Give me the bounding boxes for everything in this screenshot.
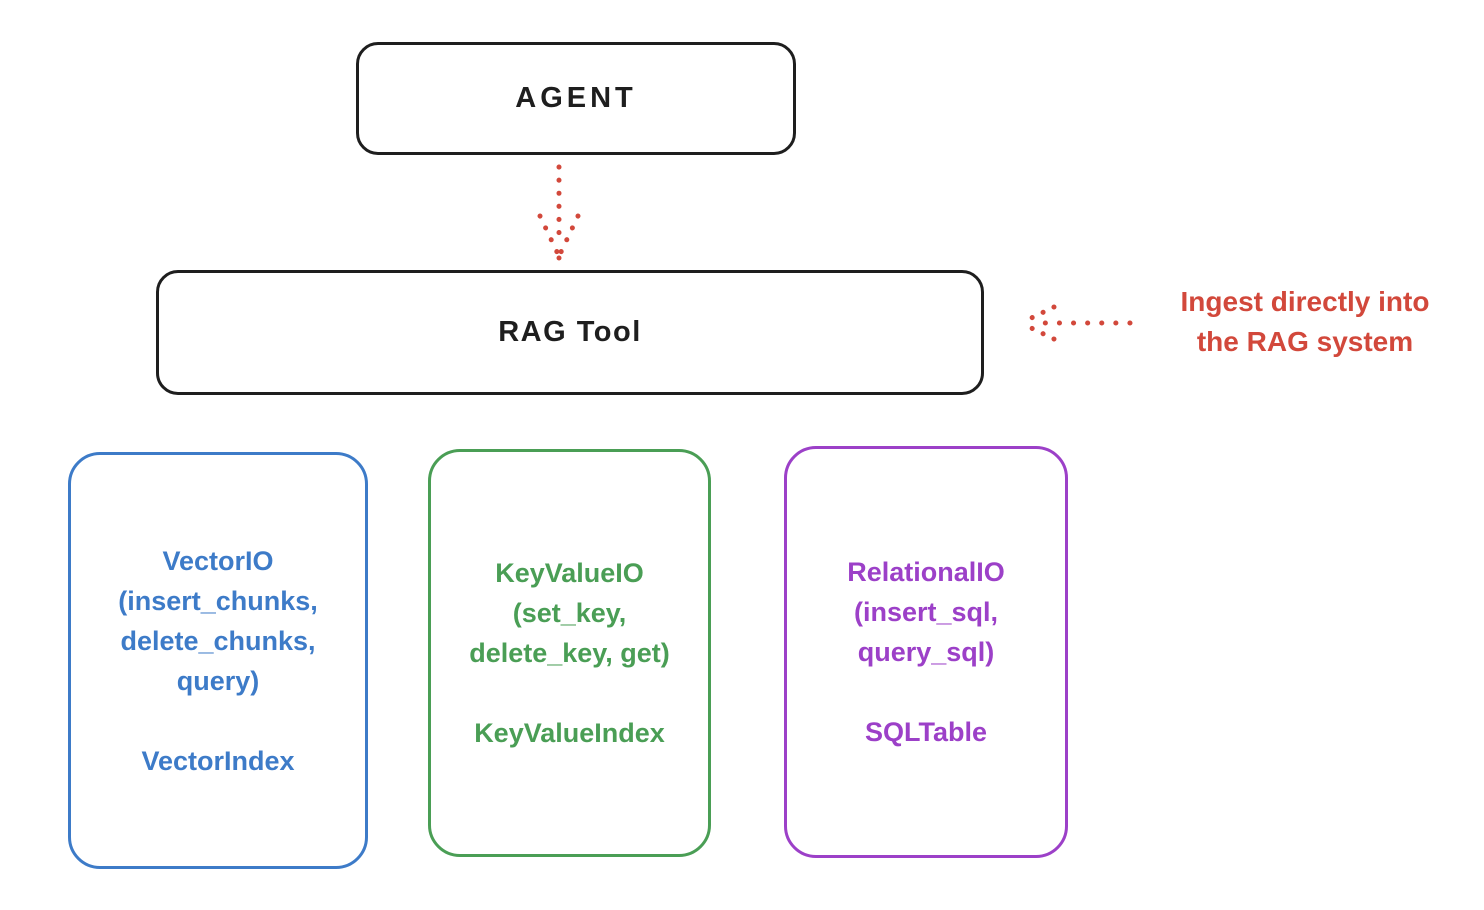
ingest-annotation: Ingest directly into the RAG system xyxy=(1133,282,1477,362)
sqltable-label: SQLTable xyxy=(864,717,987,747)
arrow-left-icon xyxy=(1020,304,1133,342)
relational-io-node: RelationalIO (insert_sql, query_sql) SQL… xyxy=(784,446,1068,858)
keyvalue-io-node: KeyValueIO (set_key, delete_key, get) Ke… xyxy=(428,449,711,857)
vector-index-label: VectorIndex xyxy=(141,745,295,776)
agent-node: AGENT xyxy=(356,42,796,155)
keyvalue-index-label: KeyValueIndex xyxy=(474,718,665,748)
ingest-annotation-line1: Ingest directly into xyxy=(1180,286,1430,317)
vector-io-title: VectorIO xyxy=(162,545,274,576)
relational-io-method: (insert_sql, xyxy=(853,597,999,627)
relational-io-title: RelationalIO xyxy=(847,557,1005,587)
agent-to-rag-arrow xyxy=(528,160,590,266)
vector-io-node: VectorIO (insert_chunks, delete_chunks, … xyxy=(68,452,368,869)
keyvalue-io-method: (set_key, xyxy=(512,598,627,628)
vector-io-method: delete_chunks, xyxy=(120,625,316,656)
rag-tool-node: RAG Tool xyxy=(156,270,984,395)
annotation-to-rag-arrow xyxy=(1014,299,1136,347)
keyvalue-io-title: KeyValueIO xyxy=(495,558,644,588)
keyvalue-io-method: delete_key, get) xyxy=(469,638,670,668)
agent-label: AGENT xyxy=(515,82,637,114)
rag-tool-label: RAG Tool xyxy=(498,316,642,348)
vector-io-method: (insert_chunks, xyxy=(118,585,318,616)
ingest-annotation-line2: the RAG system xyxy=(1196,326,1414,357)
vector-io-method: query) xyxy=(176,665,260,696)
arrow-down-icon xyxy=(537,164,581,261)
relational-io-method: query_sql) xyxy=(857,637,995,667)
